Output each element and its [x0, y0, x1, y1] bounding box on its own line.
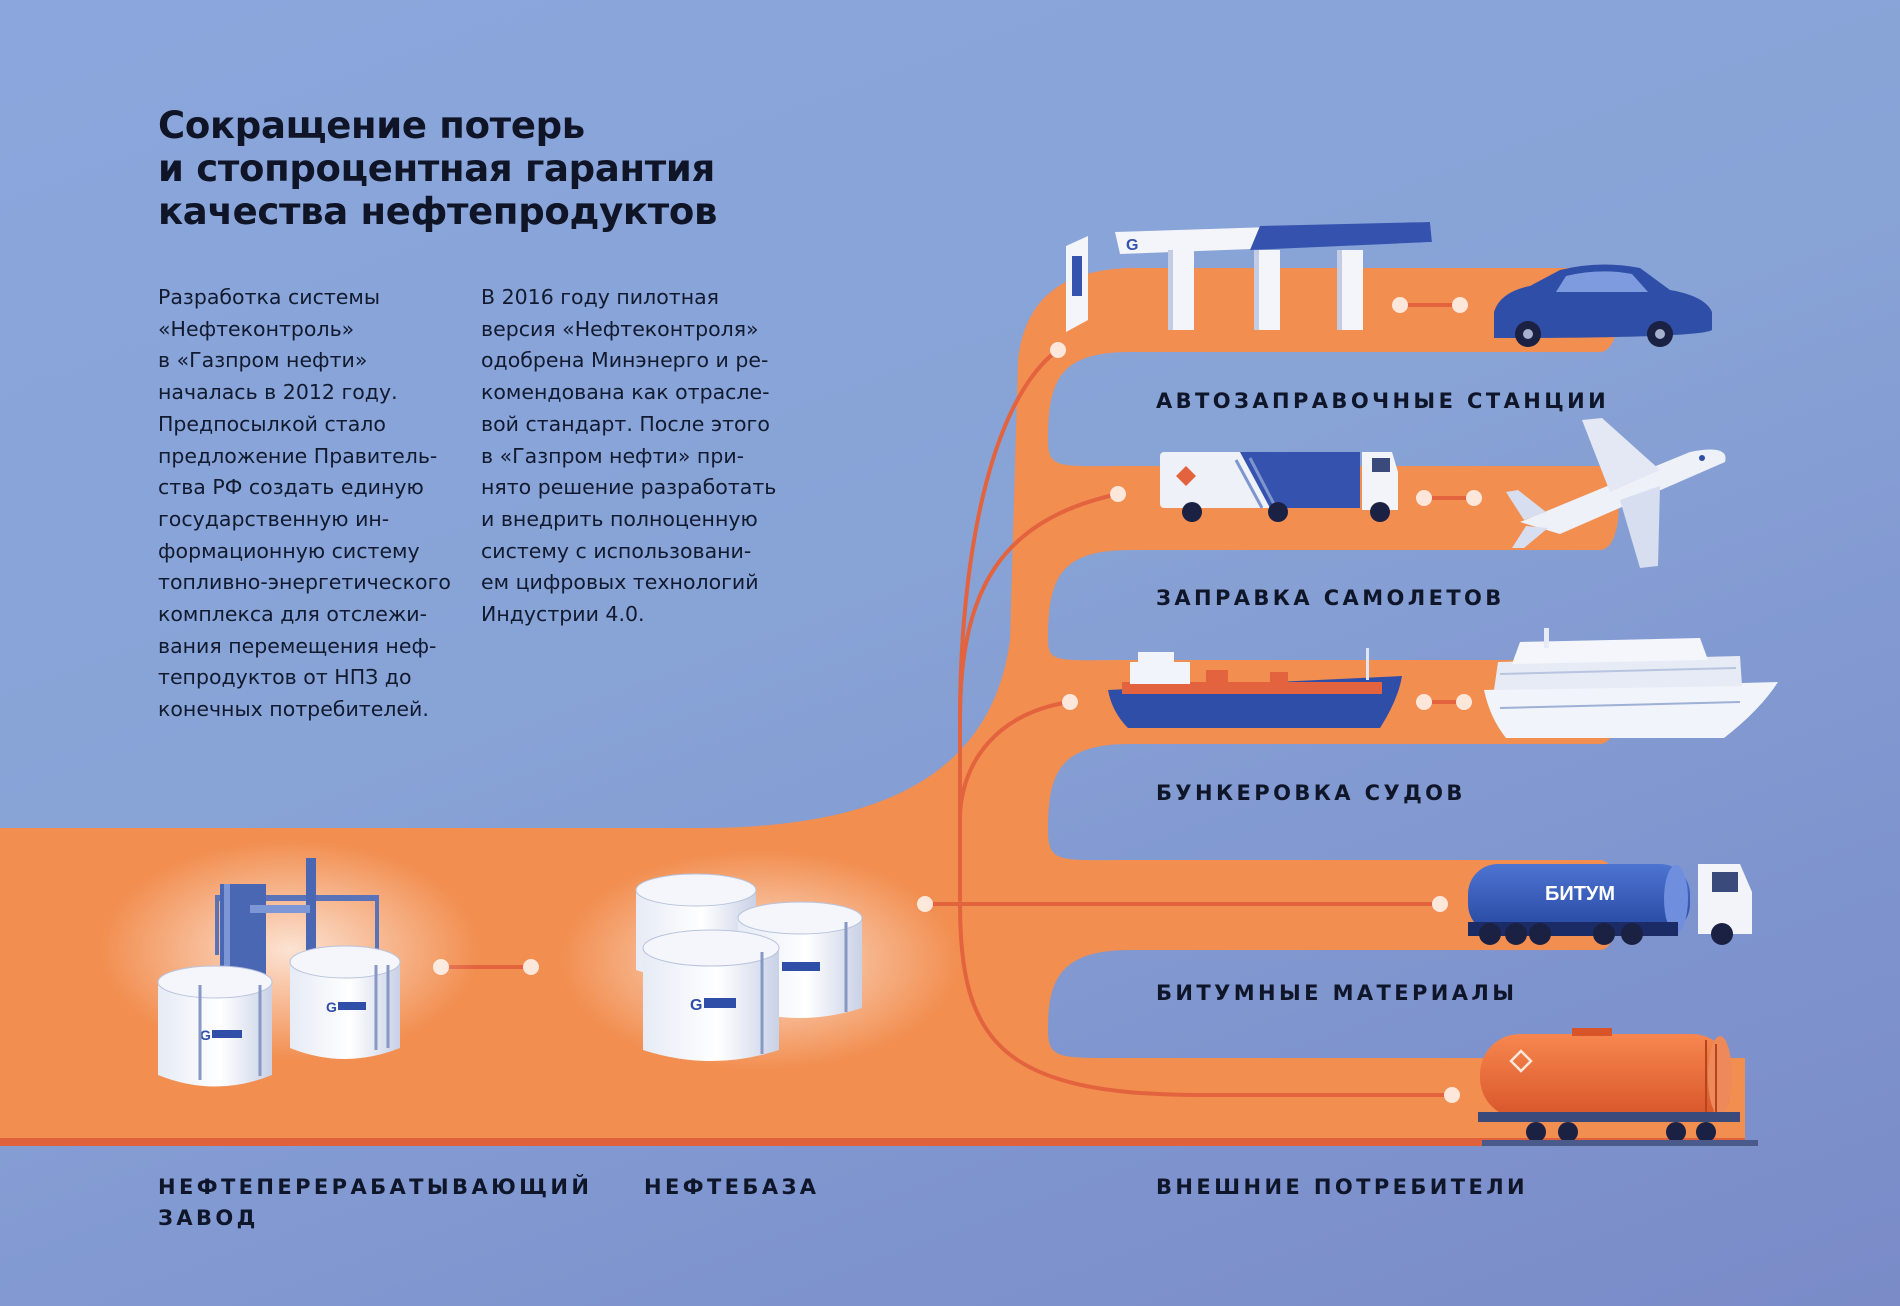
intro-text-column-2: В 2016 году пилотная версия «Нефтеконтро… [481, 282, 776, 631]
label-refinery-line: НЕФТЕПЕРЕРАБАТЫВАЮЩИЙ [158, 1175, 593, 1199]
flow-node [1456, 694, 1472, 710]
intro-line: тепродуктов от НПЗ до [158, 665, 412, 690]
label-refinery: НЕФТЕПЕРЕРАБАТЫВАЮЩИЙ ЗАВОД [158, 1172, 592, 1234]
intro-line: ства РФ создать единую [158, 475, 424, 500]
refinery-tank-icon: G [157, 965, 273, 1087]
rail-tank-car-icon [1478, 1028, 1758, 1146]
intro-line: и внедрить полноценную [481, 506, 758, 531]
car-icon [1494, 264, 1712, 347]
intro-line: версия «Нефтеконтроля» [481, 316, 759, 341]
label-refinery-line: ЗАВОД [158, 1206, 259, 1230]
refinery-icon: G G [100, 840, 480, 1087]
oil-depot-icon: G [560, 850, 960, 1070]
bitumen-truck-icon: БИТУМ [1468, 864, 1752, 945]
intro-line: комендована как отрасле- [481, 380, 770, 405]
title-line: и стопроцентная гарантия [158, 147, 716, 190]
gas-station-icon: G [1066, 222, 1432, 332]
cruise-ship-icon [1484, 628, 1778, 738]
refinery-tank-icon: G [289, 945, 401, 1059]
flow-node [1444, 1087, 1460, 1103]
flow-node [1416, 490, 1432, 506]
intro-line: «Нефтеконтроль» [158, 316, 355, 341]
flow-node [523, 959, 539, 975]
svg-text:G: G [690, 997, 702, 1014]
intro-line: ем цифровых технологий [481, 570, 759, 595]
label-external-consumers: ВНЕШНИЕ ПОТРЕБИТЕЛИ [1156, 1175, 1529, 1199]
label-bitumen-materials: БИТУМНЫЕ МАТЕРИАЛЫ [1156, 981, 1518, 1005]
intro-line: конечных потребителей. [158, 697, 429, 722]
depot-tank-icon: G [642, 929, 780, 1061]
flow-node [1110, 486, 1126, 502]
label-oil-depot: НЕФТЕБАЗА [644, 1175, 820, 1199]
svg-text:G: G [200, 1027, 211, 1043]
intro-line: в «Газпром нефти» [158, 348, 368, 373]
flow-node [1432, 896, 1448, 912]
label-ship-bunkering: БУНКЕРОВКА СУДОВ [1156, 781, 1466, 805]
flow-node [1050, 342, 1066, 358]
intro-line: одобрена Минэнерго и ре- [481, 348, 769, 373]
bitumen-tank-label: БИТУМ [1545, 883, 1615, 905]
intro-line: в «Газпром нефти» при- [481, 443, 745, 468]
tanker-ship-icon [1108, 648, 1402, 728]
title-line: Сокращение потерь [158, 104, 585, 147]
distribution-lines [439, 303, 1476, 1097]
intro-line: государственную ин- [158, 506, 390, 531]
intro-line: нято решение разработать [481, 475, 777, 500]
intro-line: комплекса для отслежи- [158, 602, 428, 627]
intro-line: В 2016 году пилотная [481, 285, 720, 309]
svg-text:G: G [326, 999, 337, 1015]
fuel-truck-icon [1160, 452, 1398, 522]
intro-line: Разработка системы [158, 285, 381, 309]
flow-node [1452, 297, 1468, 313]
intro-line: формационную систему [158, 538, 420, 563]
intro-line: началась в 2012 году. [158, 380, 398, 405]
flow-node [1466, 490, 1482, 506]
flow-node [1062, 694, 1078, 710]
intro-line: вания перемещения неф- [158, 633, 437, 658]
flow-node [1392, 297, 1408, 313]
airplane-icon [1506, 418, 1726, 568]
svg-text:G: G [1126, 237, 1138, 254]
intro-line: Индустрии 4.0. [481, 602, 645, 627]
intro-line: вой стандарт. После этого [481, 411, 770, 436]
page-title: Сокращение потерь и стопроцентная гарант… [158, 104, 798, 233]
label-gas-stations: АВТОЗАПРАВОЧНЫЕ СТАНЦИИ [1156, 389, 1610, 413]
flow-node [1416, 694, 1432, 710]
intro-line: систему с использовани- [481, 538, 752, 563]
intro-text-column-1: Разработка системы «Нефтеконтроль» в «Га… [158, 282, 451, 726]
intro-line: предложение Правитель- [158, 443, 438, 468]
label-aircraft-fueling: ЗАПРАВКА САМОЛЕТОВ [1156, 586, 1505, 610]
title-line: качества нефтепродуктов [158, 190, 718, 233]
intro-line: топливно-энергетического [158, 570, 451, 595]
intro-line: Предпосылкой стало [158, 411, 386, 436]
